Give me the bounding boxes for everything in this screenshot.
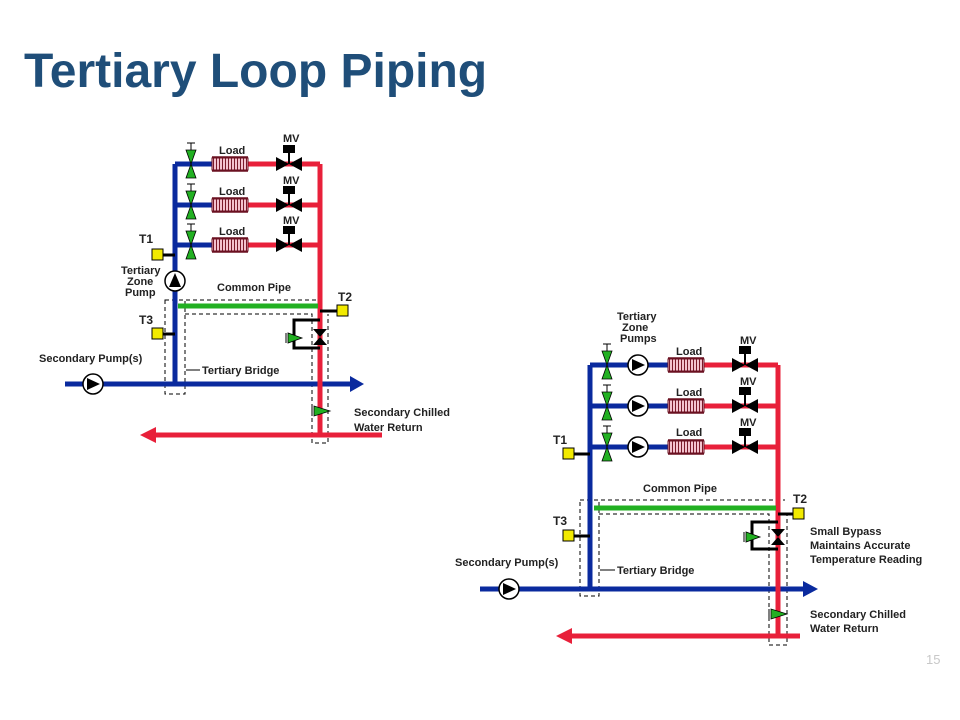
right-return-label-2: Water Return (810, 623, 879, 635)
right-pump-3-arrow-icon (632, 441, 645, 453)
left-t3-label: T3 (139, 313, 153, 327)
left-load-coil-3 (211, 237, 249, 253)
left-secondary-pumps-label: Secondary Pump(s) (39, 353, 143, 365)
slide-title: Tertiary Loop Piping (24, 45, 488, 98)
right-t1-label: T1 (553, 433, 567, 447)
right-load-label-1: Load (676, 346, 702, 358)
right-common-pipe-label: Common Pipe (643, 483, 717, 495)
left-pump-label-3: Pump (125, 287, 156, 299)
left-tertiary-bridge-label: Tertiary Bridge (202, 365, 279, 377)
right-t3-sensor (562, 529, 575, 542)
right-t3-label: T3 (553, 514, 567, 528)
right-pumps-label-2: Zone (622, 322, 648, 334)
left-return-arrow (140, 427, 156, 443)
right-mv-label-3: MV (740, 417, 757, 429)
right-load-label-3: Load (676, 427, 702, 439)
right-mv-label-2: MV (740, 376, 757, 388)
right-bypass-label-1: Small Bypass (810, 526, 882, 538)
left-balance-valve-3 (185, 223, 197, 260)
right-return-label-1: Secondary Chilled (810, 609, 906, 621)
right-t2-label: T2 (793, 492, 807, 506)
right-pumps-label-1: Tertiary (617, 311, 657, 323)
left-mv-label-3: MV (283, 215, 300, 227)
right-bypass-valve-icon (771, 529, 785, 545)
left-mv-label-2: MV (283, 175, 300, 187)
right-supply-arrow (803, 581, 818, 597)
left-load-coil-1 (211, 156, 249, 172)
right-load-label-2: Load (676, 387, 702, 399)
right-pump-1-arrow-icon (632, 359, 645, 371)
right-motor-valve-2 (731, 386, 759, 414)
right-load-coil-1 (667, 357, 705, 373)
right-return-balance-valve-icon (770, 608, 789, 620)
left-motor-valve-3 (275, 225, 303, 253)
right-t2-sensor (792, 507, 805, 520)
right-bypass-label-2: Maintains Accurate (810, 540, 910, 552)
left-return-label-2: Water Return (354, 422, 423, 434)
left-pump-label-1: Tertiary (121, 265, 161, 277)
left-bypass-balance-icon (287, 332, 304, 344)
left-pump-label-2: Zone (127, 276, 153, 288)
right-secondary-pump-arrow-icon (503, 583, 516, 595)
right-bypass-label-3: Temperature Reading (810, 554, 922, 566)
right-load-coil-2 (667, 398, 705, 414)
right-balance-valve-2 (601, 384, 613, 421)
left-t1-label: T1 (139, 232, 153, 246)
right-diagram: Load Load Load MV MV MV T1 T3 T2 Tertiar… (455, 311, 922, 646)
left-t3-sensor (151, 327, 164, 340)
left-load-coil-2 (211, 197, 249, 213)
right-balance-valve-3 (601, 425, 613, 462)
left-load-label-1: Load (219, 145, 245, 157)
right-mv-label-1: MV (740, 335, 757, 347)
page-number: 15 (926, 652, 941, 667)
right-pumps-label-3: Pumps (620, 333, 657, 345)
left-mv-label-1: MV (283, 133, 300, 145)
right-motor-valve-3 (731, 427, 759, 455)
left-bypass-piping (292, 318, 320, 350)
left-load-label-3: Load (219, 226, 245, 238)
right-tertiary-bridge-label: Tertiary Bridge (617, 565, 694, 577)
left-bridge-outline-inner (185, 313, 329, 444)
left-pump-arrow-icon (169, 273, 181, 287)
left-t2-label: T2 (338, 290, 352, 304)
right-t1-sensor (562, 447, 575, 460)
right-balance-valve-1 (601, 343, 613, 380)
left-return-balance-valve-icon (313, 405, 332, 417)
left-secondary-pump-arrow-icon (87, 378, 100, 390)
left-bypass-valve-icon (313, 329, 327, 345)
left-supply-arrow (350, 376, 364, 392)
left-t2-sensor (336, 304, 349, 317)
left-load-label-2: Load (219, 186, 245, 198)
right-pump-2-arrow-icon (632, 400, 645, 412)
left-motor-valve-2 (275, 185, 303, 213)
right-bypass-balance-icon (745, 531, 762, 543)
right-secondary-pumps-label: Secondary Pump(s) (455, 557, 559, 569)
right-load-coil-3 (667, 439, 705, 455)
left-balance-valve-2 (185, 183, 197, 220)
left-return-label-1: Secondary Chilled (354, 407, 450, 419)
left-diagram: Load Load Load MV MV MV T1 T3 T2 Tertiar… (39, 133, 450, 444)
left-balance-valve-1 (185, 142, 197, 179)
right-motor-valve-1 (731, 345, 759, 373)
left-common-pipe-label: Common Pipe (217, 282, 291, 294)
left-motor-valve-1 (275, 144, 303, 172)
right-bridge-outline-inner (599, 513, 788, 646)
left-t1-sensor (151, 248, 164, 261)
right-return-arrow (556, 628, 572, 644)
